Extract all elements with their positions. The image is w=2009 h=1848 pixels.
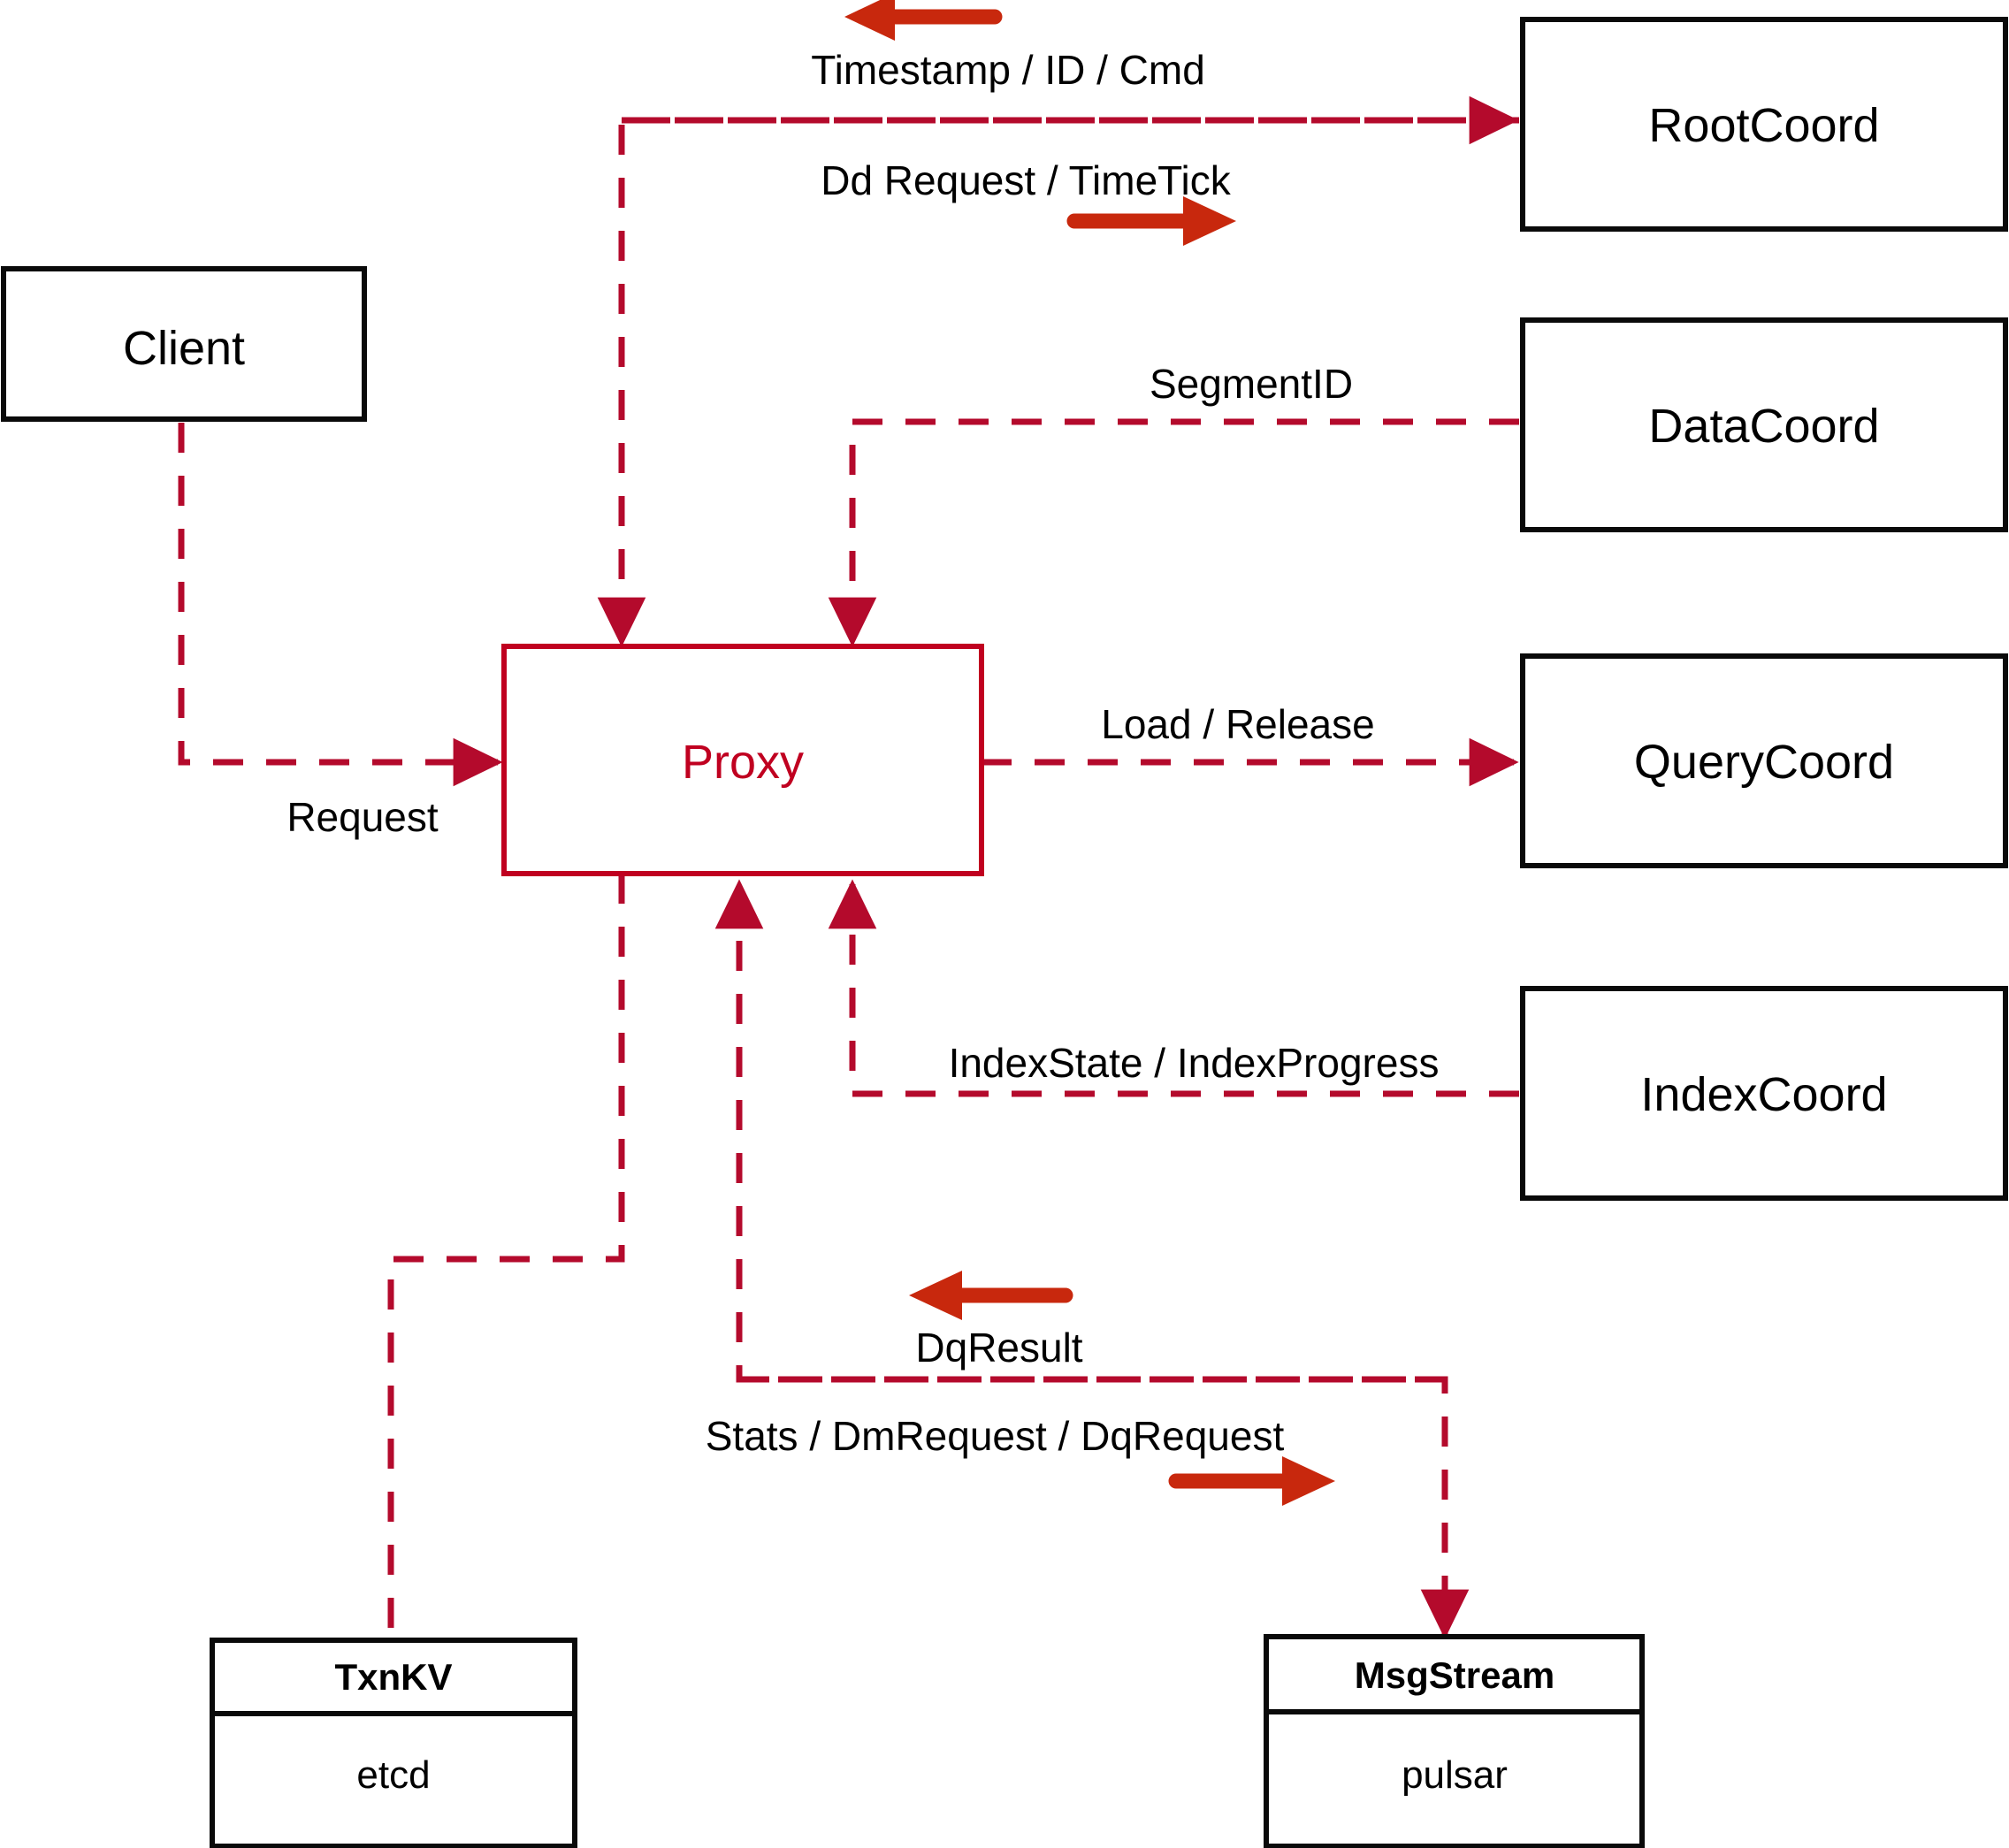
node-proxy-label: Proxy [682, 736, 804, 789]
big-arrow-left-timestamp [844, 0, 1003, 41]
edge-indexcoord-to-proxy [828, 879, 1519, 1097]
node-rootcoord[interactable]: RootCoord [1520, 17, 2008, 232]
store-msgstream[interactable]: MsgStream pulsar [1264, 1634, 1645, 1848]
store-txnkv-impl: etcd [356, 1753, 430, 1797]
node-indexcoord-label: IndexCoord [1640, 1068, 1887, 1121]
edge-label-timestamp-id-cmd: Timestamp / ID / Cmd [811, 47, 1205, 93]
edge-label-indexstate: IndexState / IndexProgress [949, 1040, 1440, 1086]
node-datacoord[interactable]: DataCoord [1520, 317, 2008, 532]
store-msgstream-impl: pulsar [1402, 1753, 1508, 1797]
edge-proxy-to-txnkv [387, 874, 625, 1640]
edge-label-stats-dm-dq: Stats / DmRequest / DqRequest [706, 1413, 1285, 1459]
store-txnkv-title: TxnKV [334, 1656, 452, 1698]
edge-rootcoord-to-proxy [597, 117, 1519, 647]
edge-label-dqresult: DqResult [915, 1325, 1082, 1371]
edge-client-to-proxy [178, 423, 503, 787]
big-arrow-right-stats [1168, 1456, 1335, 1506]
node-client-label: Client [123, 322, 245, 375]
store-txnkv[interactable]: TxnKV etcd [210, 1638, 577, 1848]
node-querycoord[interactable]: QueryCoord [1520, 653, 2008, 868]
big-arrow-right-ddrequest [1066, 196, 1236, 246]
edge-label-dd-request-timetick: Dd Request / TimeTick [821, 157, 1232, 203]
store-msgstream-title: MsgStream [1355, 1654, 1554, 1696]
node-indexcoord[interactable]: IndexCoord [1520, 986, 2008, 1201]
edge-datacoord-to-proxy [828, 418, 1519, 647]
node-client[interactable]: Client [1, 266, 367, 422]
edge-proxy-to-msgstream [739, 1376, 1470, 1639]
big-arrow-left-dqresult [909, 1271, 1073, 1320]
edge-label-segmentid: SegmentID [1150, 361, 1353, 407]
node-rootcoord-label: RootCoord [1648, 99, 1879, 152]
node-datacoord-label: DataCoord [1648, 400, 1879, 453]
edge-msgstream-to-proxy [714, 879, 1445, 1383]
node-querycoord-label: QueryCoord [1634, 736, 1894, 789]
edge-label-load-release: Load / Release [1101, 701, 1374, 747]
edge-label-request: Request [286, 794, 439, 840]
node-proxy[interactable]: Proxy [501, 644, 984, 876]
